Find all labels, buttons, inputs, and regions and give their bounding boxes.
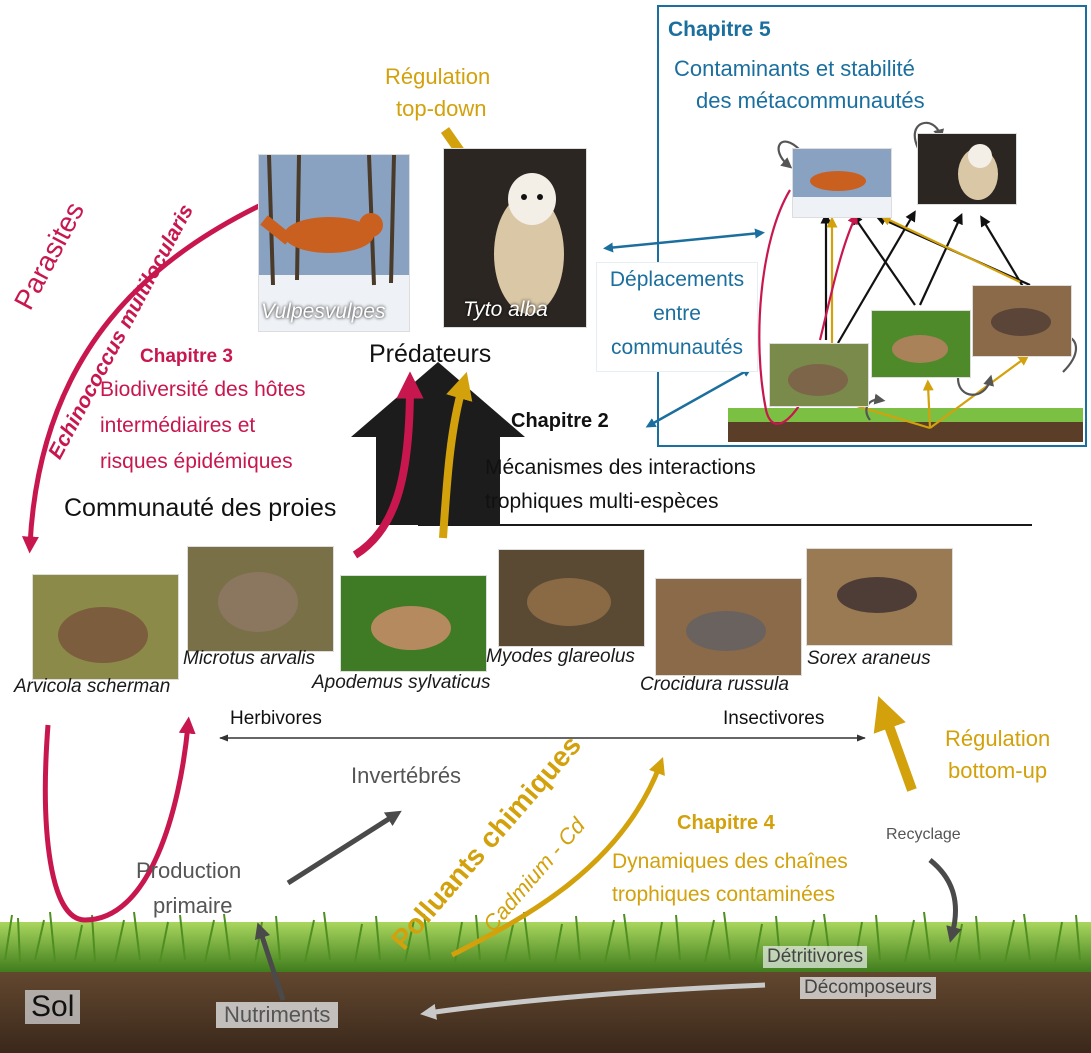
meta-mouse-photo — [871, 310, 971, 378]
crocidura-photo — [655, 578, 802, 676]
predator-caption-fox: Vulpesvulpes — [261, 300, 386, 323]
chapitre5-line2: des métacommunautés — [696, 88, 925, 113]
chapitre5-title: Chapitre 5 — [668, 18, 771, 41]
parasites-arrow — [21, 193, 282, 554]
blue-link-chapitre2 — [645, 367, 753, 428]
magenta-loop-arrow — [42, 716, 196, 923]
production-line2: primaire — [153, 893, 233, 918]
deplacements-box: Déplacements entre communautés — [596, 262, 758, 372]
predateurs-label: Prédateurs — [369, 340, 492, 368]
regulation-top-line2: top-down — [396, 96, 487, 121]
regulation-bottom-line1: Régulation — [945, 726, 1051, 751]
gold-to-predators-arrow — [439, 371, 473, 539]
fox-photo — [258, 154, 410, 332]
insectivores-label: Insectivores — [723, 708, 825, 729]
prey-caption-apodemus: Apodemus sylvaticus — [312, 672, 491, 693]
owl-photo — [443, 148, 587, 328]
decomposeurs-to-nutriments-arrow — [420, 982, 766, 1020]
recyclage-arrow — [928, 858, 962, 943]
meta-fox-photo — [792, 148, 892, 218]
chapitre5-line1: Contaminants et stabilité — [674, 56, 915, 81]
decomposeurs-label: Décomposeurs — [800, 977, 936, 999]
chapitre3-line2: intermédiaires et — [100, 414, 256, 437]
grass-blades — [4, 911, 1081, 963]
chapitre2-line1: Mécanismes des interactions — [485, 456, 756, 479]
nutriments-label: Nutriments — [216, 1002, 339, 1028]
prey-caption-microtus: Microtus arvalis — [183, 648, 315, 669]
chapitre4-title: Chapitre 4 — [677, 812, 775, 834]
prey-caption-myodes: Myodes glareolus — [486, 646, 635, 667]
invertebres-label: Invertébrés — [351, 763, 462, 788]
bottom-up-arrow — [873, 695, 917, 792]
predator-caption-owl: Tyto alba — [463, 298, 548, 321]
herbivores-label: Herbivores — [230, 708, 322, 729]
regulation-bottom-line2: bottom-up — [948, 758, 1048, 783]
meta-shrew-photo — [972, 285, 1072, 357]
meta-vole1-photo — [769, 343, 869, 407]
meta-owl-photo — [917, 133, 1017, 205]
sol-label: Sol — [25, 990, 81, 1024]
sorex-photo — [806, 548, 953, 646]
communaute-proies-label: Communauté des proies — [64, 494, 337, 522]
chapitre3-line1: Biodiversité des hôtes — [100, 378, 306, 401]
regulation-top-line1: Régulation — [385, 64, 491, 89]
meta-grass — [728, 408, 1083, 422]
myodes-photo — [498, 549, 645, 647]
microtus-photo — [187, 546, 334, 652]
recyclage-label: Recyclage — [886, 826, 961, 843]
chapitre2-title: Chapitre 2 — [511, 410, 609, 432]
chapitre4-line2: trophiques contaminées — [612, 883, 835, 906]
magenta-to-predators-arrow — [352, 371, 424, 559]
production-to-invertebres-arrow — [286, 810, 402, 886]
flow-arrow-black — [351, 362, 525, 525]
prey-caption-crocidura: Crocidura russula — [640, 674, 789, 695]
production-line1: Production — [136, 858, 242, 883]
chapitre2-line2: trophiques multi-espèces — [485, 490, 719, 513]
chapitre3-title: Chapitre 3 — [140, 346, 233, 367]
prey-caption-arvicola: Arvicola scherman — [14, 676, 171, 697]
detritivores-label: Détritivores — [763, 946, 868, 968]
blue-link-predators — [603, 228, 765, 253]
polluants-arrow — [450, 757, 665, 958]
apodemus-photo — [340, 575, 487, 672]
prey-caption-sorex: Sorex araneus — [807, 648, 931, 669]
chapitre3-line3: risques épidémiques — [100, 450, 293, 473]
deplacements-line2: entre — [653, 302, 701, 325]
deplacements-line1: Déplacements — [609, 268, 745, 291]
deplacements-line3: communautés — [611, 336, 743, 359]
arvicola-photo — [32, 574, 179, 680]
chapitre4-line1: Dynamiques des chaînes — [612, 850, 848, 873]
nutriments-to-production-arrow — [254, 922, 286, 1001]
